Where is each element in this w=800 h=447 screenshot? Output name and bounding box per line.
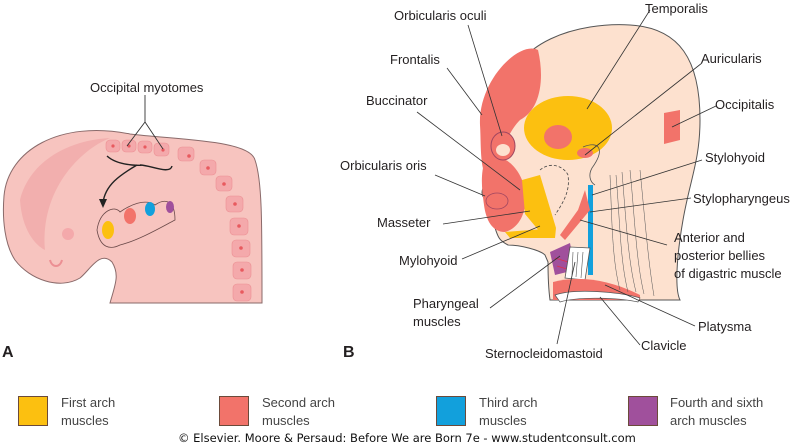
legend-swatch-third-arch [436,396,466,426]
legend-swatch-second-arch [219,396,249,426]
arch-2-muscle [124,208,136,224]
label-sternocleidomastoid: Sternocleidomastoid [485,346,603,361]
leader-lines [416,9,717,346]
legend-line: Third arch [479,395,538,410]
label-pharyngeal-line1: Pharyngeal [413,296,479,311]
label-occipitalis: Occipitalis [715,97,775,112]
label-occipital-myotomes: Occipital myotomes [90,80,204,95]
legend-line: First arch [61,395,116,410]
legend-label-fourth-sixth-arch: Fourth and sixth arch muscles [670,394,763,430]
legend-label-third-arch: Third arch muscles [479,394,538,430]
label-pharyngeal-line2: muscles [413,314,461,329]
temporalis-muscle [524,96,612,160]
panel-label-a: A [2,344,14,361]
arch-4-6-muscle [166,201,174,213]
label-digastric-line1: Anterior and [674,230,745,245]
label-buccinator: Buccinator [366,93,428,108]
legend-line: Fourth and sixth [670,395,764,410]
legend-line: Second arch [262,395,335,410]
stylopharyngeus-muscle [588,185,593,275]
label-frontalis: Frontalis [390,52,440,67]
masseter-muscle [522,175,556,232]
digastric-muscle [560,190,590,240]
label-digastric-line3: of digastric muscle [674,266,782,281]
embryo-forebrain-shade [20,138,110,250]
label-stylopharyngeus: Stylopharyngeus [693,191,790,206]
arch-1-muscle [102,221,114,239]
legend-line: muscles [479,413,527,428]
label-platysma: Platysma [698,319,752,334]
copyright-credit: © Elsevier. Moore & Persaud: Before We a… [178,431,636,445]
legend-line: muscles [61,413,109,428]
legend-label-first-arch: First arch muscles [61,394,115,430]
label-temporalis: Temporalis [645,1,708,16]
legend-label-second-arch: Second arch muscles [262,394,335,430]
legend-swatch-fourth-sixth-arch [628,396,658,426]
label-digastric-line2: posterior bellies [674,248,766,263]
arch-3-muscle [145,202,155,216]
orbicularis-oris-muscle [485,192,509,210]
head-illustration [416,9,717,346]
legend-swatch-first-arch [18,396,48,426]
legend-line: muscles [262,413,310,428]
legend-line: arch muscles [670,413,747,428]
label-orbicularis-oculi: Orbicularis oculi [394,8,487,23]
label-clavicle: Clavicle [641,338,687,353]
label-masseter: Masseter [377,215,431,230]
label-orbicularis-oris: Orbicularis oris [340,158,427,173]
label-auricularis: Auricularis [701,51,762,66]
eye-placode [62,228,74,240]
clavicle-bone [554,290,641,303]
label-mylohyoid: Mylohyoid [399,253,458,268]
label-stylohyoid: Stylohyoid [705,150,765,165]
panel-label-b: B [343,344,355,361]
auricularis-muscle [577,148,593,158]
embryo-illustration [2,95,263,304]
